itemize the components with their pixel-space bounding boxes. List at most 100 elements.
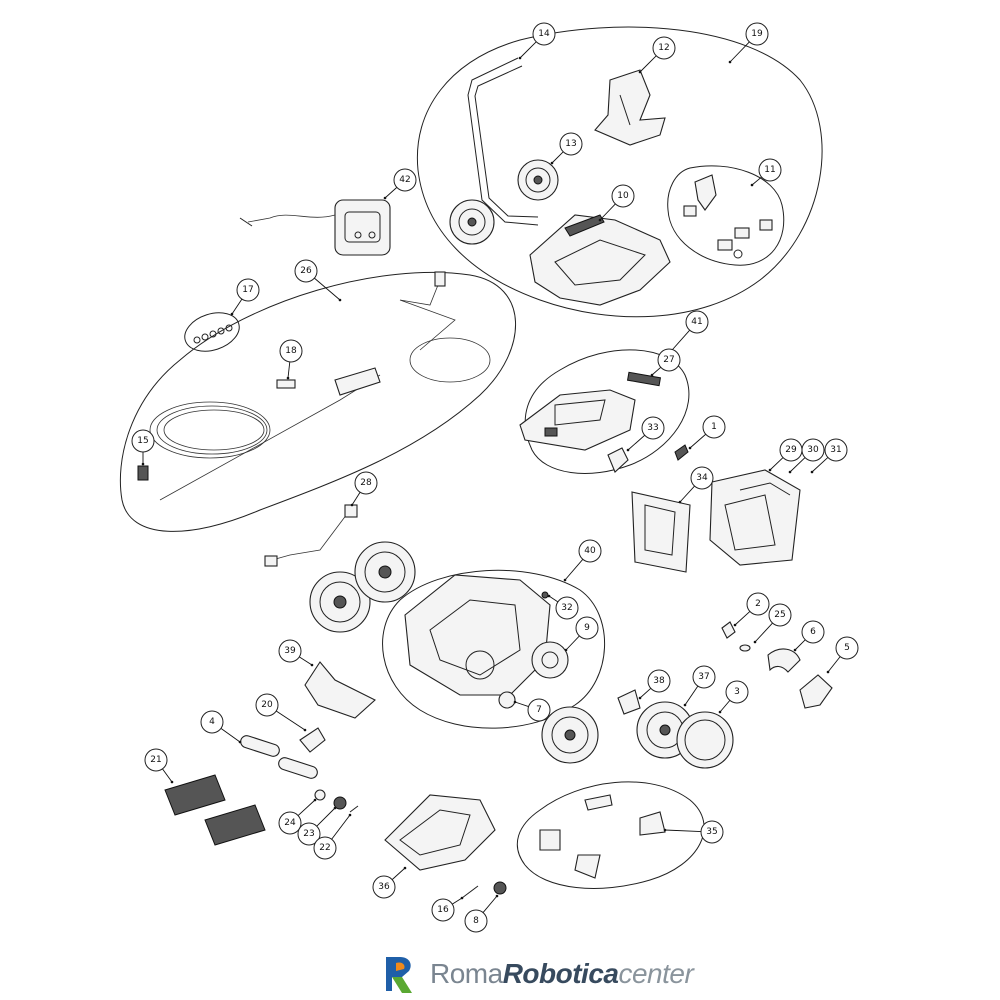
part-25 [739,644,751,652]
callout-24: 24 [278,811,302,835]
callout-circle-10 [611,184,635,208]
callout-9: 9 [575,616,599,640]
leader-dot-17 [230,312,234,316]
callout-number-36: 36 [378,882,390,892]
leader-line-20 [275,710,306,731]
callout-circle-42 [393,168,417,192]
callout-23: 23 [297,822,321,846]
leader-dot-14 [518,56,522,60]
callout-circle-13 [559,132,583,156]
part-top-lid [519,389,636,451]
leader-line-3 [719,700,731,713]
callout-circle-31 [824,438,848,462]
leader-dot-18 [286,376,290,380]
leader-line-29 [769,457,784,471]
leader-line-23 [316,807,336,827]
callout-number-29: 29 [785,445,797,455]
callout-19: 19 [745,22,769,46]
leader-line-22 [331,814,351,840]
callout-29: 29 [779,438,803,462]
callout-number-27: 27 [663,355,674,365]
callout-number-34: 34 [696,473,708,483]
callout-circle-17 [236,278,260,302]
callout-circle-11 [758,158,782,182]
callout-number-2: 2 [755,599,761,609]
leader-dot-25 [753,640,757,644]
group-outline-19 [416,26,823,318]
part-brush-rollers [240,735,318,779]
leader-lines [141,41,841,913]
part-32 [541,591,549,599]
brand-name: RomaRoboticacenter [430,958,694,989]
brand-name-part1: Roma [430,958,503,989]
callout-number-15: 15 [137,436,148,446]
callout-number-35: 35 [706,827,717,837]
leader-line-38 [639,687,652,699]
part-tire-37 [676,711,734,769]
leader-dot-1 [688,446,692,450]
leader-line-11 [751,176,762,186]
brand-logo: RomaRoboticacenter [382,952,694,996]
callout-number-28: 28 [360,478,372,488]
leader-line-28 [351,492,361,506]
callout-number-31: 31 [830,445,841,455]
callout-circle-28 [354,471,378,495]
leader-dot-8 [495,894,499,898]
part-1 [674,444,689,461]
leader-dot-2 [733,623,737,627]
callout-number-32: 32 [561,603,572,613]
part-motor-cable [264,504,358,567]
callout-circle-41 [685,310,709,334]
leader-line-5 [827,656,841,673]
callout-circle-24 [278,811,302,835]
part-7 [299,727,326,753]
callout-35: 35 [700,820,724,844]
leader-dot-20 [303,728,307,732]
callout-circle-27 [657,348,681,372]
callout-33: 33 [641,416,665,440]
callout-number-24: 24 [284,818,296,828]
callout-number-18: 18 [285,346,297,356]
leader-dot-22 [348,813,352,817]
callout-number-41: 41 [691,317,702,327]
part-15 [137,465,149,481]
callout-circle-26 [294,259,318,283]
callout-circle-33 [641,416,665,440]
leader-dot-24 [313,798,317,802]
leader-dot-33 [626,448,630,452]
callout-28: 28 [354,471,378,495]
callout-number-17: 17 [242,285,253,295]
leader-dot-29 [768,468,772,472]
callout-number-37: 37 [698,672,709,682]
leader-dot-13 [550,161,554,165]
leader-dot-19 [728,60,732,64]
callout-circle-4 [200,710,224,734]
callout-27: 27 [657,348,681,372]
leader-line-40 [564,559,584,581]
callout-circle-40 [578,539,602,563]
callout-number-4: 4 [209,717,215,727]
callout-circle-19 [745,22,769,46]
callout-40: 40 [578,539,602,563]
callout-number-42: 42 [399,175,410,185]
callout-39: 39 [278,639,302,663]
callout-number-30: 30 [807,445,819,455]
leader-dot-27 [650,373,654,377]
callout-7: 7 [527,698,551,722]
part-swivel-pieces [193,324,233,344]
callout-10: 10 [611,184,635,208]
callout-number-20: 20 [261,700,273,710]
callout-number-16: 16 [437,905,449,915]
leader-line-19 [729,41,750,63]
group-outline-26 [119,272,516,532]
part-22 [349,805,359,813]
leader-dot-4 [238,740,242,744]
callout-circle-18 [279,339,303,363]
callout-38: 38 [647,669,671,693]
part-2 [721,621,736,639]
leader-line-7 [514,701,529,707]
callout-circle-32 [555,596,579,620]
callout-30: 30 [801,438,825,462]
leader-line-32 [548,595,559,603]
leader-dot-37 [683,703,687,707]
